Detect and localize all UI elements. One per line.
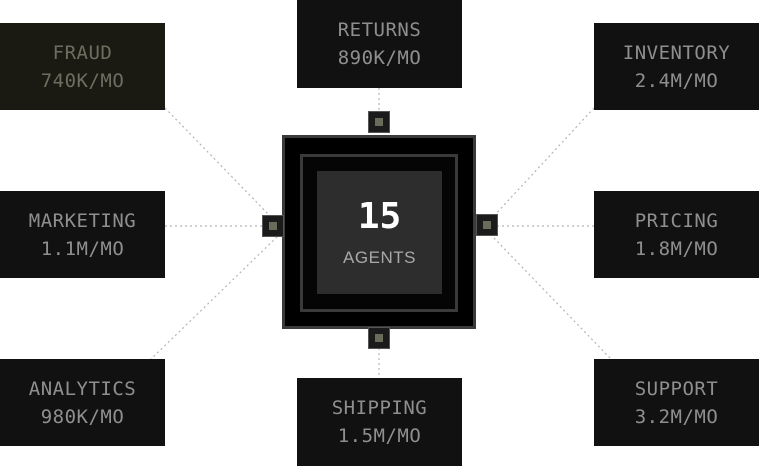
- node-analytics[interactable]: ANALYTICS 980K/MO: [0, 359, 165, 446]
- agent-count-label: AGENTS: [343, 247, 416, 267]
- node-shipping[interactable]: SHIPPING 1.5M/MO: [297, 378, 462, 466]
- node-name: ANALYTICS: [28, 377, 137, 400]
- node-value: 740K/MO: [40, 69, 125, 92]
- node-value: 2.4M/MO: [634, 69, 719, 92]
- node-value: 1.8M/MO: [634, 237, 719, 260]
- port-right-icon: [476, 214, 498, 236]
- node-name: INVENTORY: [622, 41, 731, 64]
- node-value: 890K/MO: [337, 47, 422, 69]
- link-support: [491, 235, 611, 359]
- node-value: 980K/MO: [40, 405, 125, 428]
- port-top-icon: [368, 111, 390, 133]
- port-left-icon: [262, 215, 284, 237]
- link-fraud: [164, 107, 273, 219]
- link-inventory: [491, 107, 595, 219]
- node-fraud[interactable]: FRAUD 740K/MO: [0, 23, 165, 110]
- node-name: RETURNS: [337, 19, 422, 41]
- node-value: 1.5M/MO: [337, 425, 422, 447]
- node-name: PRICING: [634, 209, 719, 232]
- port-bottom-icon: [368, 327, 390, 349]
- node-inventory[interactable]: INVENTORY 2.4M/MO: [594, 23, 759, 110]
- link-analytics: [149, 235, 279, 361]
- node-name: SUPPORT: [634, 377, 719, 400]
- node-name: FRAUD: [52, 41, 113, 64]
- node-name: SHIPPING: [331, 397, 428, 419]
- node-value: 1.1M/MO: [40, 237, 125, 260]
- node-support[interactable]: SUPPORT 3.2M/MO: [594, 359, 759, 446]
- node-value: 3.2M/MO: [634, 405, 719, 428]
- node-pricing[interactable]: PRICING 1.8M/MO: [594, 191, 759, 278]
- node-marketing[interactable]: MARKETING 1.1M/MO: [0, 191, 165, 278]
- agent-count: 15: [357, 195, 402, 237]
- node-returns[interactable]: RETURNS 890K/MO: [297, 0, 462, 88]
- node-name: MARKETING: [28, 209, 137, 232]
- agent-hub[interactable]: 15 AGENTS: [317, 171, 442, 294]
